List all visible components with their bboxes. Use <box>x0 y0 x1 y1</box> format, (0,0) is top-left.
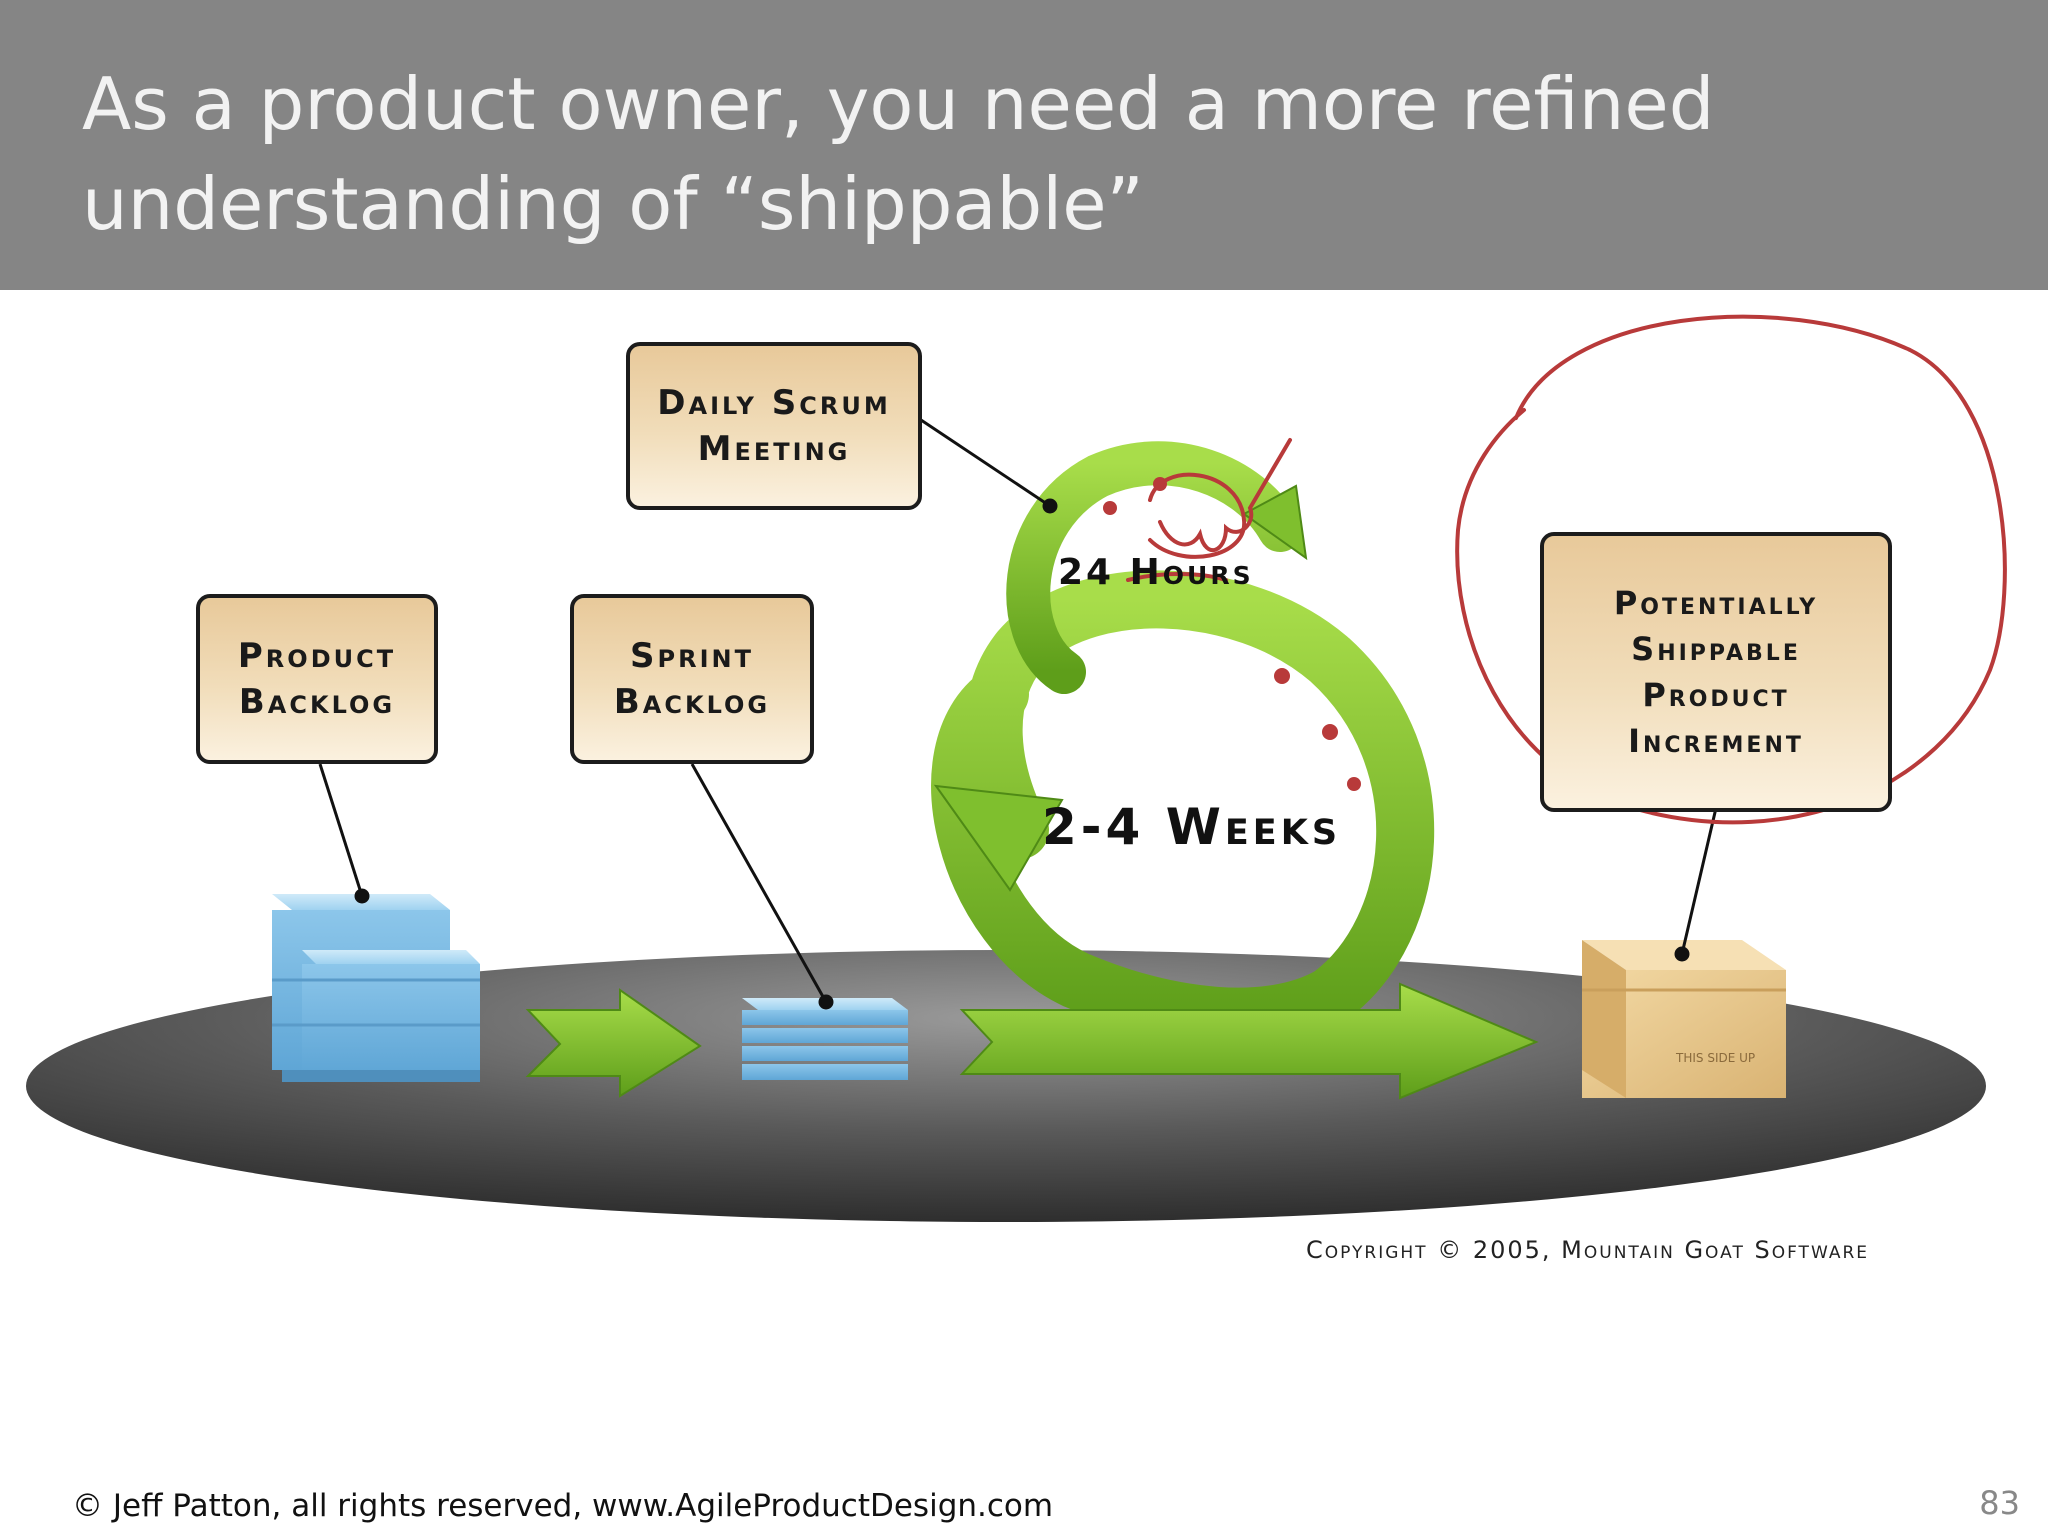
daily-scrum-label: Daily Scrum Meeting <box>626 342 922 510</box>
box-side-text: THIS SIDE UP <box>1675 1051 1755 1065</box>
title-bar: As a product owner, you need a more refi… <box>0 0 2048 290</box>
hours-label: 24 Hours <box>1058 552 1254 593</box>
shipping-box: THIS SIDE UP <box>1582 940 1786 1098</box>
product-backlog-line-1: Product <box>238 633 396 679</box>
product-backlog-stack <box>272 894 480 1082</box>
increment-line-1: Potentially <box>1614 580 1818 626</box>
slide-title-line-2: understanding of “shippable” <box>82 168 1144 240</box>
slide-footer: © Jeff Patton, all rights reserved, www.… <box>72 1488 1053 1524</box>
page-number: 83 <box>1979 1484 2020 1522</box>
increment-line-4: Increment <box>1628 718 1804 764</box>
increment-line-3: Product <box>1642 672 1789 718</box>
daily-scrum-line-2: Meeting <box>698 426 851 472</box>
diagram-copyright: Copyright © 2005, Mountain Goat Software <box>1306 1236 1869 1264</box>
daily-scrum-line-1: Daily Scrum <box>657 380 890 426</box>
sprint-backlog-label: Sprint Backlog <box>570 594 814 764</box>
sprint-backlog-line-1: Sprint <box>630 633 754 679</box>
scrum-process-diagram: THIS SIDE UP <box>0 290 2048 1410</box>
slide-title-line-1: As a product owner, you need a more refi… <box>82 68 1714 140</box>
product-backlog-label: Product Backlog <box>196 594 438 764</box>
increment-line-2: Shippable <box>1631 626 1801 672</box>
product-backlog-line-2: Backlog <box>239 679 395 725</box>
sprint-backlog-line-2: Backlog <box>614 679 770 725</box>
sprint-backlog-stack <box>742 998 908 1080</box>
increment-label: Potentially Shippable Product Increment <box>1540 532 1892 812</box>
weeks-label: 2-4 Weeks <box>1042 798 1341 856</box>
